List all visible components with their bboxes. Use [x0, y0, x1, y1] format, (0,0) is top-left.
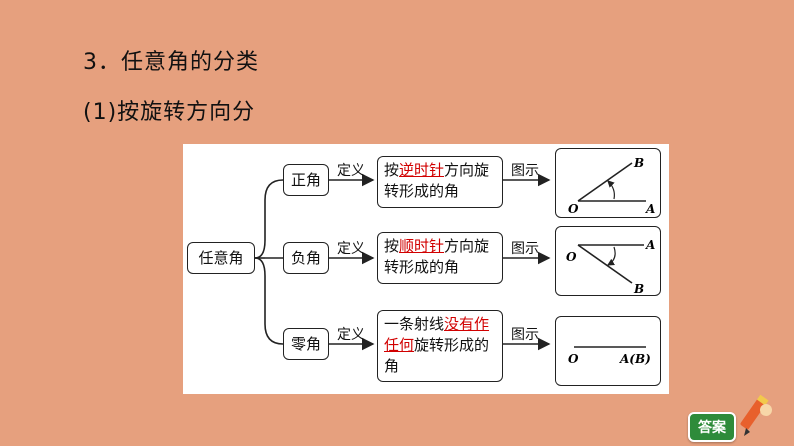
branch-node-negative: 负角	[283, 242, 329, 274]
figure-negative-angle: O A B	[555, 226, 661, 296]
definition-keyword: 逆时针	[399, 161, 445, 179]
definition-box-positive: 按逆时针方向旋转形成的角	[377, 156, 503, 208]
branch-label: 负角	[290, 249, 321, 267]
figure-label: 图示	[511, 241, 539, 257]
definition-text: 方向旋转形成的角	[384, 237, 490, 276]
pencil-icon	[740, 394, 772, 436]
figure-positive-angle: O A B	[555, 148, 661, 218]
answer-button[interactable]: 答案	[688, 412, 736, 442]
connector-lines	[254, 173, 551, 351]
point-label: A	[645, 238, 655, 252]
definition-label: 定义	[337, 327, 365, 343]
definition-keyword: 没有作任何	[384, 315, 490, 354]
figure-label: 图示	[511, 163, 539, 179]
branch-node-positive: 正角	[283, 164, 329, 196]
definition-box-negative: 按顺时针方向旋转形成的角	[377, 232, 503, 284]
definition-keyword: 顺时针	[399, 237, 445, 255]
definition-text: 旋转形成的角	[384, 336, 490, 375]
branch-label: 正角	[290, 171, 321, 189]
root-label: 任意角	[198, 249, 244, 267]
branch-node-zero: 零角	[283, 328, 329, 360]
section-heading: 3．任意角的分类	[83, 50, 259, 75]
definition-text: 按	[384, 237, 400, 255]
point-label: A	[645, 202, 655, 216]
point-label: O	[566, 250, 577, 264]
root-node: 任意角	[187, 242, 255, 274]
figure-zero-angle: O A(B)	[555, 316, 661, 386]
definition-text: 按	[384, 161, 400, 179]
point-label: O	[568, 352, 579, 366]
definition-label: 定义	[337, 241, 365, 257]
definition-text: 方向旋转形成的角	[384, 161, 490, 200]
definition-box-zero: 一条射线没有作任何旋转形成的角	[377, 310, 503, 382]
figure-label: 图示	[511, 327, 539, 343]
point-label: B	[633, 282, 644, 296]
point-label: B	[633, 156, 644, 170]
point-label: O	[568, 202, 579, 216]
point-label: A(B)	[619, 352, 651, 366]
subsection-heading: (1)按旋转方向分	[83, 100, 256, 125]
classification-diagram: 任意角 正角 负角 零角 定义 定义 定义 按逆时针方向旋转形成的角 按顺时针方…	[183, 144, 669, 394]
answer-label: 答案	[698, 420, 726, 436]
definition-label: 定义	[337, 163, 365, 179]
branch-label: 零角	[290, 335, 321, 353]
definition-text: 一条射线	[384, 315, 445, 333]
